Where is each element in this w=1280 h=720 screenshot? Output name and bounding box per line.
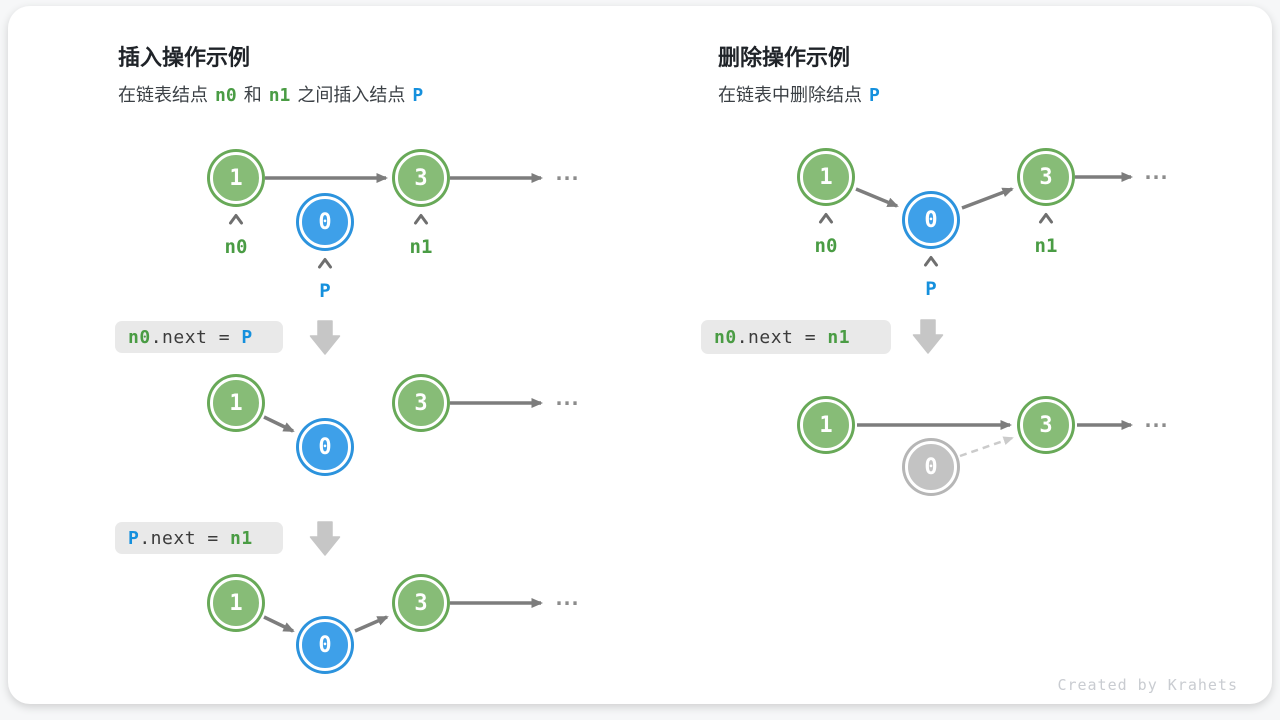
list-node: 1 bbox=[800, 151, 852, 203]
down-block-arrow-icon bbox=[912, 319, 944, 354]
down-block-arrow-icon bbox=[309, 521, 341, 556]
subtitle-text: 在链表结点 bbox=[118, 85, 208, 105]
subtitle-token-n0: n0 bbox=[215, 85, 237, 106]
list-node: 3 bbox=[1020, 399, 1072, 451]
code-token: P bbox=[241, 326, 253, 348]
caret-up-icon bbox=[229, 214, 243, 225]
pointer-label-p: P bbox=[319, 280, 331, 302]
list-node-p: 0 bbox=[299, 421, 351, 473]
list-node-p: 0 bbox=[905, 194, 957, 246]
insert-d2-arrow-1-to-0 bbox=[263, 415, 295, 433]
insert-d3-arrow-0-to-3 bbox=[354, 615, 389, 633]
pointer-label-n1: n1 bbox=[1034, 235, 1058, 257]
list-node-p: 0 bbox=[299, 619, 351, 671]
pointer-label-n1: n1 bbox=[409, 236, 433, 258]
list-node: 1 bbox=[800, 399, 852, 451]
pointer-label-n0: n0 bbox=[224, 236, 248, 258]
code-snippet-delete-step1: n0.next = n1 bbox=[701, 320, 891, 354]
pointer-label-p: P bbox=[925, 278, 937, 300]
code-token: n0 bbox=[714, 326, 737, 348]
subtitle-token-p: P bbox=[412, 85, 424, 106]
subtitle-token-p: P bbox=[869, 85, 880, 106]
subtitle-token-n1: n1 bbox=[268, 85, 291, 106]
caret-up-icon bbox=[414, 214, 428, 225]
delete-section-subtitle: 在链表中删除结点 P bbox=[718, 81, 887, 107]
code-token: n1 bbox=[827, 326, 851, 348]
code-token: n1 bbox=[230, 527, 253, 549]
caret-up-icon bbox=[1039, 213, 1053, 224]
list-node-removed: 0 bbox=[905, 441, 957, 493]
code-token: n0 bbox=[128, 326, 151, 348]
delete-d1-arrow-1-to-0 bbox=[855, 187, 899, 208]
subtitle-text: 在链表中删除结点 bbox=[718, 85, 862, 105]
list-node: 3 bbox=[1020, 151, 1072, 203]
delete-section-title: 删除操作示例 bbox=[718, 45, 851, 70]
ellipsis: ... bbox=[552, 586, 581, 610]
caret-up-icon bbox=[924, 256, 938, 267]
subtitle-text: 之间插入结点 bbox=[297, 85, 406, 105]
list-node-p: 0 bbox=[299, 196, 351, 248]
list-node: 1 bbox=[210, 377, 262, 429]
code-token: .next = bbox=[139, 527, 231, 549]
ellipsis: ... bbox=[1141, 408, 1170, 432]
delete-d2-dashed-arrow-0-to-3 bbox=[959, 436, 1014, 458]
code-token: .next = bbox=[736, 326, 828, 348]
code-token: P bbox=[128, 527, 140, 549]
code-snippet-insert-step1: n0.next = P bbox=[115, 321, 283, 353]
ellipsis: ... bbox=[552, 161, 581, 185]
code-snippet-insert-step2: P.next = n1 bbox=[115, 522, 283, 554]
caret-up-icon bbox=[318, 258, 332, 269]
list-node: 3 bbox=[395, 152, 447, 204]
caret-up-icon bbox=[819, 213, 833, 224]
delete-d1-arrow-0-to-3 bbox=[961, 187, 1014, 210]
credit-text: Created by Krahets bbox=[1057, 676, 1238, 694]
list-node: 1 bbox=[210, 577, 262, 629]
code-token: .next = bbox=[150, 326, 242, 348]
pointer-label-n0: n0 bbox=[814, 235, 838, 257]
down-block-arrow-icon bbox=[309, 320, 341, 355]
list-node: 1 bbox=[210, 152, 262, 204]
list-node: 3 bbox=[395, 377, 447, 429]
ellipsis: ... bbox=[552, 386, 581, 410]
insert-d3-arrow-1-to-0 bbox=[263, 615, 295, 633]
list-node: 3 bbox=[395, 577, 447, 629]
insert-section-subtitle: 在链表结点 n0 和 n1 之间插入结点 P bbox=[118, 81, 430, 107]
subtitle-text: 和 bbox=[243, 85, 262, 105]
insert-section-title: 插入操作示例 bbox=[118, 45, 251, 70]
ellipsis: ... bbox=[1141, 160, 1170, 184]
